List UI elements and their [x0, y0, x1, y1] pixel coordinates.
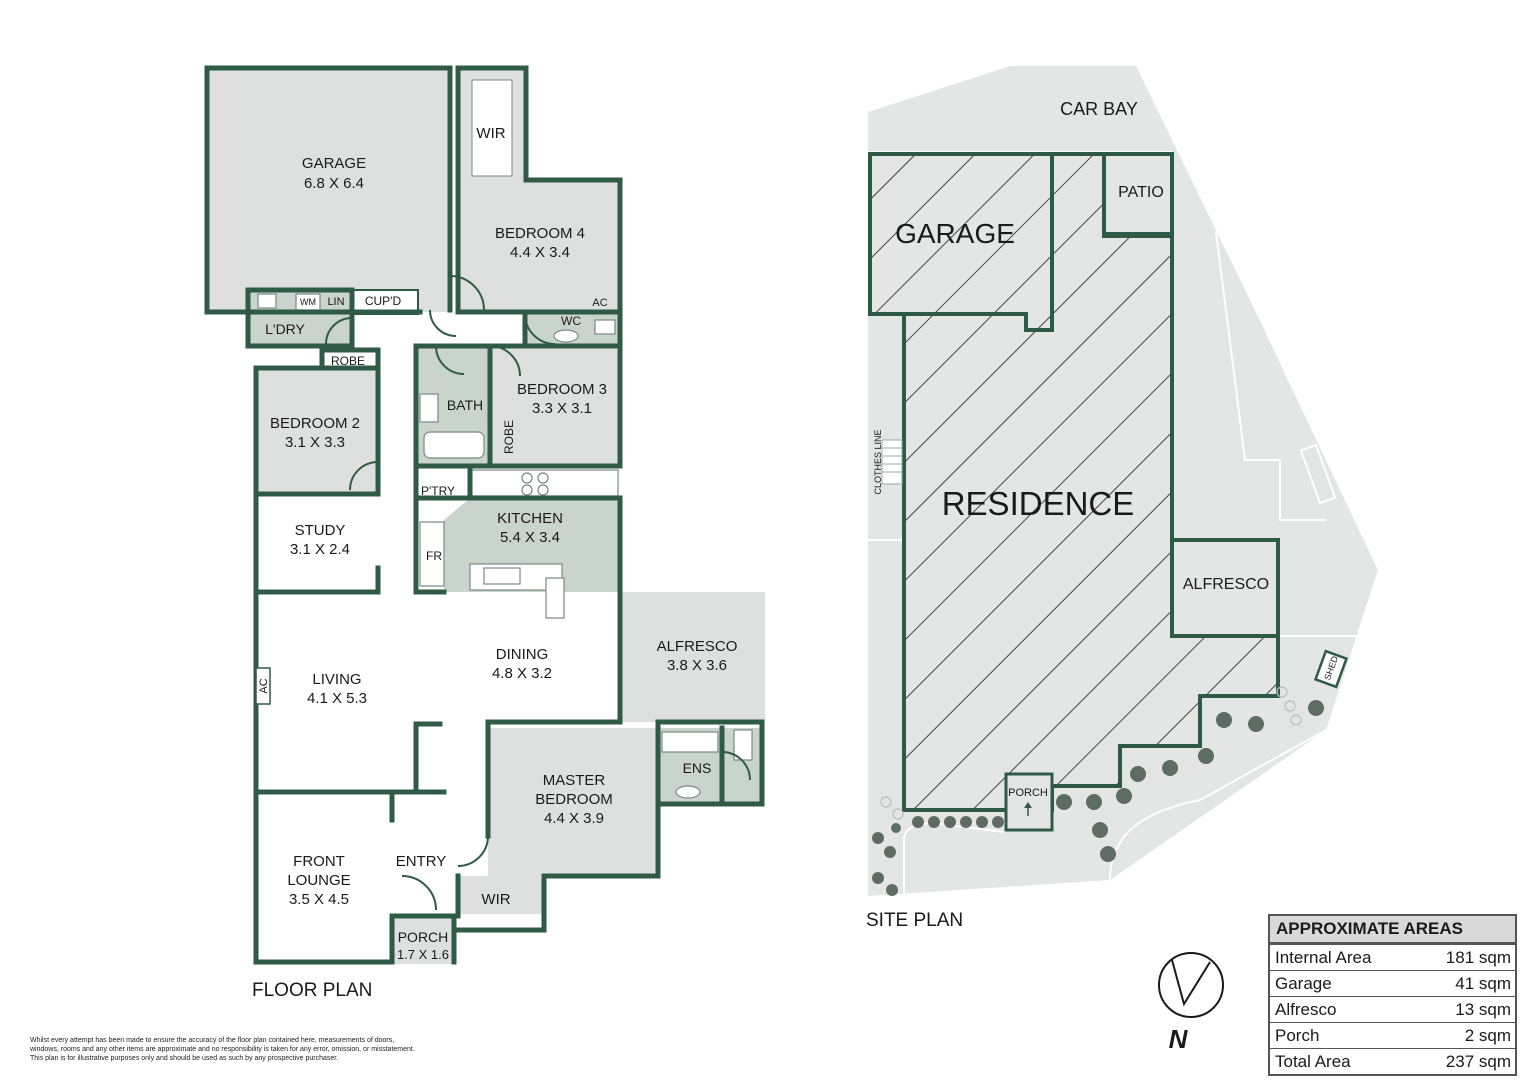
bath-label: BATH [447, 397, 483, 413]
car-bay-label: CAR BAY [1060, 99, 1138, 119]
site-patio-label: PATIO [1118, 184, 1164, 201]
porch-name: PORCH [398, 929, 449, 945]
alfresco-dims: 3.8 X 3.6 [667, 657, 727, 674]
alfresco-footprint [1170, 538, 1280, 638]
site-garage-label: GARAGE [895, 218, 1015, 249]
ac-top-label: AC [592, 297, 607, 309]
living-dims: 4.1 X 5.3 [307, 690, 367, 707]
area-label: Internal Area [1275, 948, 1372, 967]
bedroom4-floor [458, 180, 620, 310]
kitchen-name: KITCHEN [497, 510, 563, 527]
floor-plan: GARAGE 6.8 X 6.4 WIR BEDROOM 4 4.4 X 3.4… [204, 65, 765, 1001]
wc-label: WC [561, 314, 581, 328]
patio-footprint [1102, 152, 1174, 236]
areas-row: Total Area 237 sqm [1270, 1048, 1515, 1074]
master-dims: 4.4 X 3.9 [544, 810, 604, 827]
lin-label: LIN [327, 296, 344, 308]
garage-footprint [868, 152, 1054, 332]
clothes-line-label: CLOTHES LINE [873, 429, 883, 494]
porch-dims: 1.7 X 1.6 [397, 947, 449, 962]
study-dims: 3.1 X 2.4 [290, 541, 350, 558]
north-arrow-icon [1158, 952, 1224, 1018]
pantry-label: P'TRY [421, 484, 455, 498]
garage-floor [207, 68, 450, 312]
disclaimer: Whilst every attempt has been made to en… [30, 1036, 500, 1063]
areas-title: APPROXIMATE AREAS [1270, 916, 1515, 944]
area-value: 2 sqm [1464, 1026, 1511, 1045]
alfresco-name: ALFRESCO [657, 638, 738, 655]
fridge-label: FR [426, 549, 442, 563]
bedroom4-dims: 4.4 X 3.4 [510, 244, 570, 261]
ensuite-label: ENS [683, 760, 712, 776]
wir-top-name: WIR [476, 125, 505, 142]
alfresco-floor [620, 592, 765, 722]
dining-dims: 4.8 X 3.2 [492, 665, 552, 682]
bedroom2-dims: 3.1 X 3.3 [285, 434, 345, 451]
area-label: Alfresco [1275, 1000, 1337, 1019]
study-name: STUDY [295, 522, 346, 539]
residence-label: RESIDENCE [942, 485, 1135, 522]
shed-footprint [1313, 649, 1349, 689]
bedroom2-name: BEDROOM 2 [270, 415, 360, 432]
area-value: 41 sqm [1455, 974, 1511, 993]
master-name-2: BEDROOM [535, 791, 613, 808]
area-label: Garage [1275, 974, 1332, 993]
bedroom4-name: BEDROOM 4 [495, 225, 585, 242]
site-porch-label: PORCH [1008, 787, 1048, 799]
site-plan: CAR BAY GARAGE PATIO RESIDENCE CLOTHES L… [866, 66, 1378, 1054]
robe3-label: ROBE [502, 420, 516, 454]
areas-row: Internal Area 181 sqm [1270, 944, 1515, 970]
approximate-areas-table: APPROXIMATE AREAS Internal Area 181 sqm … [1268, 914, 1517, 1076]
living-name: LIVING [312, 671, 361, 688]
areas-row: Porch 2 sqm [1270, 1022, 1515, 1048]
master-name-1: MASTER [543, 772, 606, 789]
disclaimer-line-3: This plan is for illustrative purposes o… [30, 1055, 339, 1062]
bedroom3-name: BEDROOM 3 [517, 381, 607, 398]
ac-living-label: AC [258, 678, 270, 693]
cupd-label: CUP'D [365, 294, 402, 308]
garage-dims: 6.8 X 6.4 [304, 175, 364, 192]
site-plan-title: SITE PLAN [866, 910, 963, 931]
front-lounge-name-2: LOUNGE [287, 872, 350, 889]
robe2-label: ROBE [331, 354, 365, 368]
site-porch-footprint [1004, 772, 1054, 832]
areas-row: Garage 41 sqm [1270, 970, 1515, 996]
laundry-name: L'DRY [265, 321, 305, 337]
wir-master-floor [458, 876, 544, 914]
areas-row: Alfresco 13 sqm [1270, 996, 1515, 1022]
bedroom2-floor [256, 368, 378, 494]
area-value: 13 sqm [1455, 1000, 1511, 1019]
dining-name: DINING [496, 646, 549, 663]
wir-master-label: WIR [481, 891, 510, 908]
front-lounge-name-1: FRONT [293, 853, 345, 870]
floor-plan-title: FLOOR PLAN [252, 980, 372, 1001]
north-label: N [1169, 1024, 1189, 1054]
trees [872, 700, 1324, 896]
entry-label: ENTRY [396, 853, 447, 870]
front-lounge-dims: 3.5 X 4.5 [289, 891, 349, 908]
master-floor [488, 728, 658, 876]
wm-label: WM [300, 297, 316, 307]
bedroom3-dims: 3.3 X 3.1 [532, 400, 592, 417]
area-value: 237 sqm [1445, 1052, 1511, 1071]
kitchen-dims: 5.4 X 3.4 [500, 529, 560, 546]
site-alfresco-label: ALFRESCO [1183, 576, 1269, 593]
disclaimer-line-2: windows, rooms and any other items are a… [30, 1046, 415, 1053]
area-label: Total Area [1275, 1052, 1351, 1071]
porch-floor [392, 916, 454, 964]
garage-name: GARAGE [302, 155, 366, 172]
area-value: 181 sqm [1445, 948, 1511, 967]
disclaimer-line-1: Whilst every attempt has been made to en… [30, 1037, 395, 1044]
bedroom3-floor [492, 346, 620, 464]
area-label: Porch [1275, 1026, 1320, 1045]
